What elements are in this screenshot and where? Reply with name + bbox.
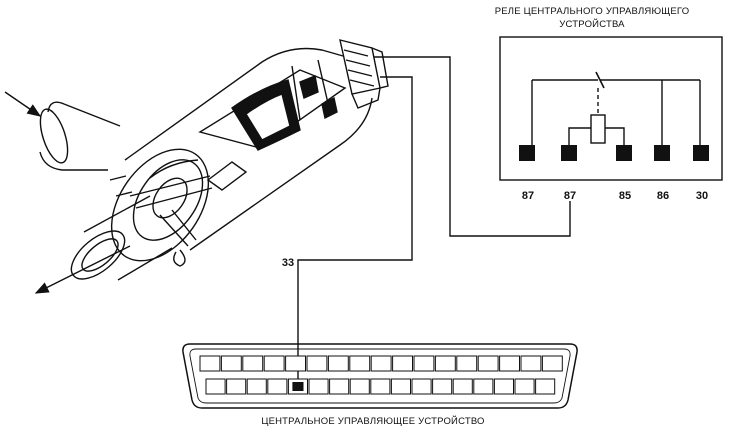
ecu-slot-bottom (432, 378, 453, 395)
ecu-slot-top (263, 355, 285, 372)
ecu-slot-bottom (267, 378, 288, 395)
ecu-slot-bottom (493, 378, 514, 395)
ecu-slot-bottom (226, 378, 247, 395)
ecu-slot-bottom (473, 378, 494, 395)
ecu-slot-top (349, 355, 371, 372)
ecu-slot-top (392, 355, 414, 372)
ecu-pin-33 (292, 382, 304, 391)
relay-box (499, 36, 723, 181)
ecu-slot-top (285, 355, 307, 372)
wires (297, 56, 571, 385)
ecu-slot-bottom (246, 378, 267, 395)
ecu-slot-top (413, 355, 435, 372)
ecu-slot-bottom (205, 378, 226, 395)
relay-title-line2: УСТРОЙСТВА (559, 18, 625, 30)
terminal-label-30: 30 (696, 190, 708, 202)
ecu-slot-bottom (329, 378, 350, 395)
ecu-slot-bottom (452, 378, 473, 395)
relay-terminal-85 (616, 145, 632, 161)
valve-illustration (4, 39, 389, 294)
ecu-slot-top (306, 355, 328, 372)
relay-terminal-86 (654, 145, 670, 161)
ecu-slot-top (242, 355, 264, 372)
wire-relay-87 (370, 56, 571, 237)
ecu-slot-top (520, 355, 542, 372)
relay-title-line1: РЕЛЕ ЦЕНТРАЛЬНОГО УПРАВЛЯЮЩЕГО (495, 6, 690, 17)
ecu-slot-top (220, 355, 242, 372)
ecu-slots (199, 355, 563, 395)
ecu-slot-top (327, 355, 349, 372)
wire-pin-label: 33 (282, 257, 294, 269)
ecu-slot-bottom (308, 378, 329, 395)
ecu-slot-top (370, 355, 392, 372)
ecu-slot-bottom (514, 378, 535, 395)
terminal-label-87b: 87 (564, 190, 576, 202)
air-inlet-arrow (4, 91, 42, 117)
ecu-slot-bottom (349, 378, 370, 395)
relay-terminals (519, 145, 709, 161)
wire-ecu-33 (297, 76, 413, 385)
ecu-slot-top (499, 355, 521, 372)
ecu-slot-top (434, 355, 456, 372)
relay-terminal-87a (519, 145, 535, 161)
ecu-label: ЦЕНТРАЛЬНОЕ УПРАВЛЯЮЩЕЕ УСТРОЙСТВО (261, 415, 484, 427)
relay-terminal-87b (561, 145, 577, 161)
ecu-slot-bottom (535, 378, 556, 395)
terminal-label-85: 85 (619, 190, 631, 202)
ecu-slot-top (541, 355, 563, 372)
air-outlet-arrow (34, 245, 131, 294)
ecu-slot-top (456, 355, 478, 372)
terminal-label-86: 86 (657, 190, 669, 202)
relay-terminal-30 (693, 145, 709, 161)
ecu-slot-bottom (390, 378, 411, 395)
ecu-slot-bottom (411, 378, 432, 395)
ecu-slot-top (199, 355, 221, 372)
ecu-slot-top (477, 355, 499, 372)
terminal-label-87a: 87 (522, 190, 534, 202)
ecu-slot-bottom (370, 378, 391, 395)
ecu-connector (182, 343, 578, 409)
